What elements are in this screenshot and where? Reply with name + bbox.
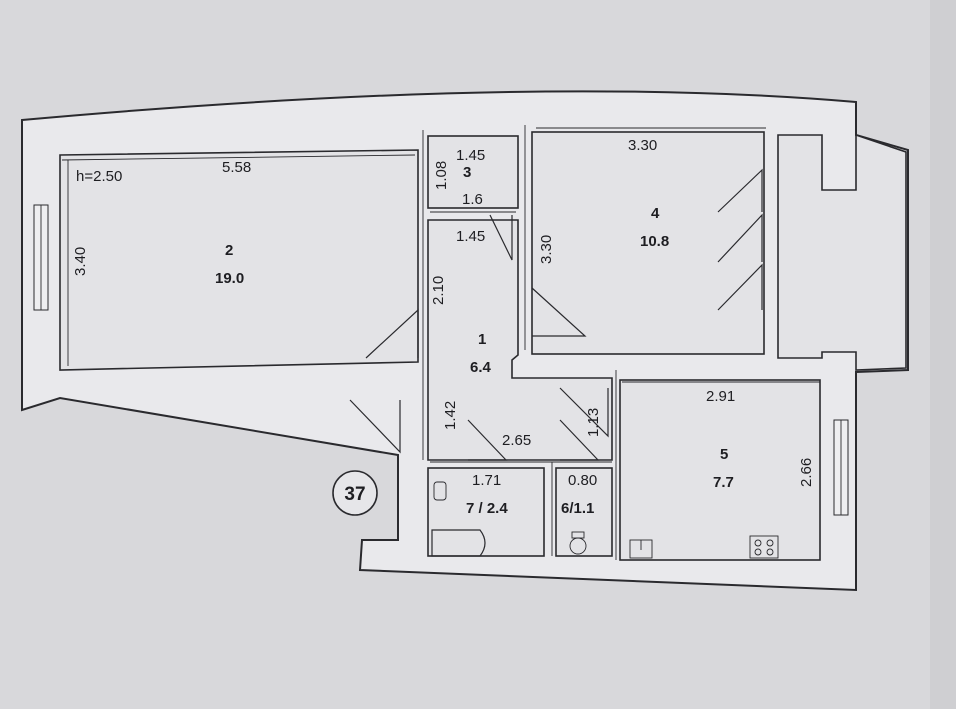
window-right xyxy=(833,419,849,516)
apartment-number-badge: 37 xyxy=(332,470,378,516)
room-5-width: 2.91 xyxy=(706,388,735,405)
dimension-lines xyxy=(61,125,820,560)
room-4 xyxy=(531,131,765,355)
apartment-number: 37 xyxy=(344,484,365,505)
room-5 xyxy=(619,379,821,561)
room-7-label: 7 / 2.4 xyxy=(466,500,508,517)
room-5-area: 7.7 xyxy=(713,474,734,491)
room-5-depth: 2.66 xyxy=(798,458,815,487)
room-3-width-top: 1.45 xyxy=(456,147,485,164)
room-3 xyxy=(427,135,519,209)
balcony xyxy=(777,133,907,371)
room-1-area: 6.4 xyxy=(470,359,492,376)
door-swings xyxy=(349,168,763,461)
room-1-number: 1 xyxy=(478,331,486,348)
room-4-area: 10.8 xyxy=(640,233,669,250)
room-2-depth: 3.40 xyxy=(72,247,89,276)
kitchen-sink-icon xyxy=(629,539,653,559)
room-1-height-lower: 1.42 xyxy=(442,401,459,430)
room-2 xyxy=(59,149,419,371)
room-3-width-bottom: 1.6 xyxy=(462,191,483,208)
page-edge xyxy=(930,0,956,709)
room-2-number: 2 xyxy=(225,242,233,259)
room-1-width-top: 1.45 xyxy=(456,228,485,245)
room-6-depth: 1.13 xyxy=(585,408,602,437)
sink-icon xyxy=(433,481,447,501)
bathtub-icon xyxy=(431,529,486,557)
room-3-depth: 1.08 xyxy=(433,161,450,190)
ceiling-height-label: h=2.50 xyxy=(76,168,122,185)
window-left xyxy=(33,204,49,311)
wc-width: 0.80 xyxy=(568,472,597,489)
room-1-height-upper: 2.10 xyxy=(430,276,447,305)
room-4-depth: 3.30 xyxy=(538,235,555,264)
room-6-label: 6/1.1 xyxy=(561,500,594,517)
room-4-number: 4 xyxy=(651,205,660,222)
room-4-width: 3.30 xyxy=(628,137,657,154)
room-2-area: 19.0 xyxy=(215,270,244,287)
room-5-number: 5 xyxy=(720,446,728,463)
toilet-icon xyxy=(569,531,587,555)
hall-width: 2.65 xyxy=(502,432,531,449)
room-3-number: 3 xyxy=(463,164,471,181)
room-7-bath xyxy=(427,467,545,557)
bath-width: 1.71 xyxy=(472,472,501,489)
room-2-width: 5.58 xyxy=(222,159,251,176)
stove-icon xyxy=(749,535,779,559)
